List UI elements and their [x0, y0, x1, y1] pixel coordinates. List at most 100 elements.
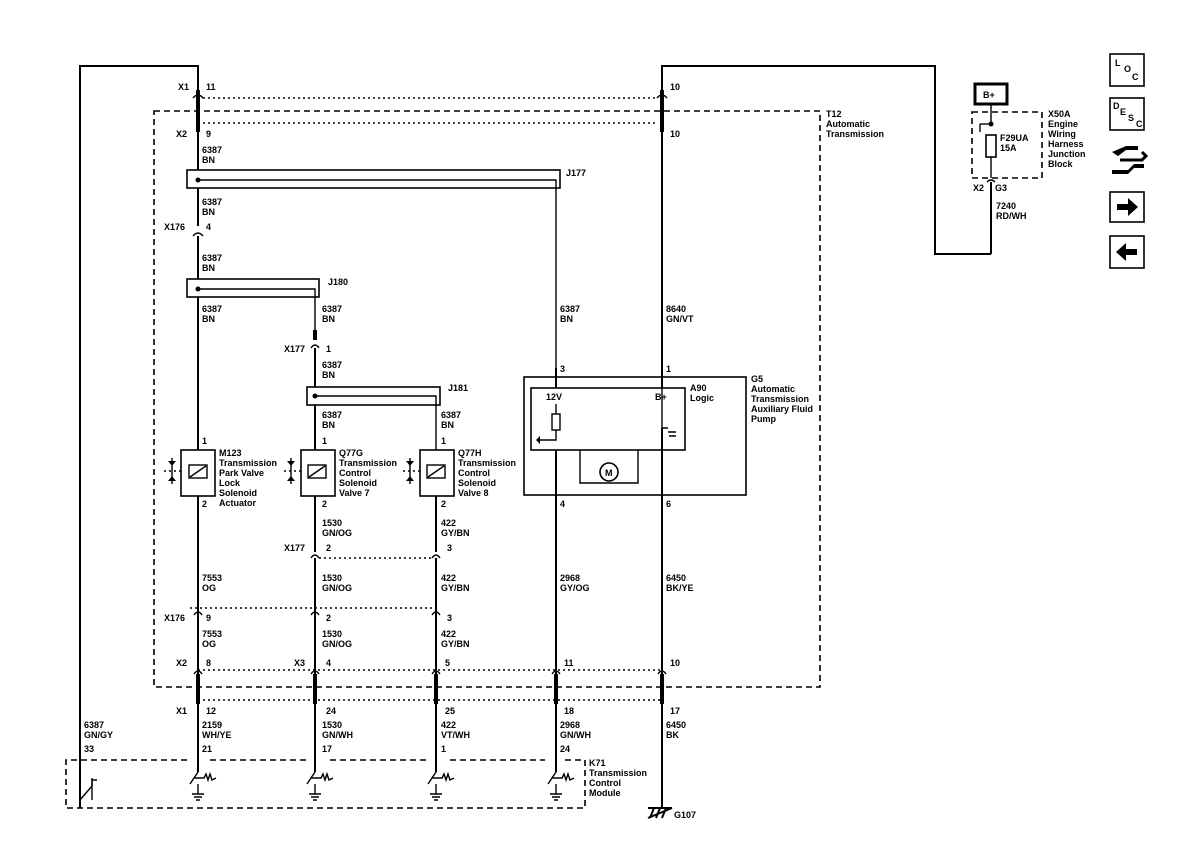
svg-text:B+: B+	[983, 90, 995, 100]
x1-bottom-pin-e: 17	[670, 706, 680, 716]
g5-label: G5 Automatic Transmission Auxiliary Flui…	[751, 374, 813, 424]
wire-6450-b-num: 6450	[666, 720, 686, 730]
desc-letter-s: S	[1128, 113, 1134, 123]
wire-6387-e-color: BN	[441, 420, 454, 430]
pump-pin-4: 4	[560, 499, 565, 509]
next-page-button[interactable]	[1109, 191, 1145, 223]
svg-text:Module: Module	[589, 788, 621, 798]
x1-bottom-pin-c: 25	[445, 706, 455, 716]
k71-boundary	[65, 759, 586, 809]
wire-6387-pump-num: 6387	[560, 304, 580, 314]
svg-text:Lock: Lock	[219, 478, 241, 488]
x50a-connector: X2	[973, 183, 984, 193]
x176-bottom-name: X176	[164, 613, 185, 623]
j180-label: J180	[328, 277, 348, 287]
wire-7240-num: 7240	[996, 201, 1016, 211]
description-button[interactable]: D E S C	[1109, 97, 1145, 131]
wire-1530-a-num: 1530	[322, 518, 342, 528]
wire-6387-top1-num: 6387	[202, 145, 222, 155]
wire-2968-a-color: GY/OG	[560, 583, 590, 593]
wire-6387-gngy-num: 6387	[84, 720, 104, 730]
x2-bottom-name: X2	[176, 658, 187, 668]
fuse-rating: 15A	[1000, 143, 1017, 153]
wire-6387-b-num: 6387	[322, 304, 342, 314]
x50a-pin: G3	[995, 183, 1007, 193]
x177-bottom-name: X177	[284, 543, 305, 553]
svg-text:Transmission: Transmission	[826, 129, 884, 139]
x1-bottom-pin-b: 24	[326, 706, 336, 716]
wire-422-c-num: 422	[441, 629, 456, 639]
x1-top-pin-b: 10	[670, 82, 680, 92]
j181-label: J181	[448, 383, 468, 393]
x176-top-name: X176	[164, 222, 185, 232]
wire-6387-d-color: BN	[322, 420, 335, 430]
x176-top-pin: 4	[206, 222, 211, 232]
svg-text:K71: K71	[589, 758, 606, 768]
x3-bottom-pin-b: 5	[445, 658, 450, 668]
wire-2968-a-num: 2968	[560, 573, 580, 583]
wire-422-a-num: 422	[441, 518, 456, 528]
svg-text:Automatic: Automatic	[751, 384, 795, 394]
wire-7553-b-num: 7553	[202, 629, 222, 639]
b-plus-supply: B+	[973, 82, 1009, 106]
wire-7553-a-num: 7553	[202, 573, 222, 583]
desc-letter-c: C	[1136, 119, 1143, 129]
wire-1530-b-num: 1530	[322, 573, 342, 583]
svg-text:Park Valve: Park Valve	[219, 468, 264, 478]
k71-pin-21: 21	[202, 744, 212, 754]
pump-12v-label: 12V	[546, 392, 562, 402]
svg-text:2: 2	[322, 499, 327, 509]
wire-422-d-color: VT/WH	[441, 730, 470, 740]
svg-text:Logic: Logic	[690, 393, 714, 403]
svg-text:Transmission: Transmission	[458, 458, 516, 468]
wire-2968-b-color: GN/WH	[560, 730, 591, 740]
wire-2968-b-num: 2968	[560, 720, 580, 730]
wire-6387-a-color: BN	[202, 314, 215, 324]
svg-text:M123: M123	[219, 448, 242, 458]
previous-page-button[interactable]	[1109, 235, 1145, 269]
wire-6450-a-num: 6450	[666, 573, 686, 583]
svg-text:X50A: X50A	[1048, 109, 1071, 119]
svg-text:T12: T12	[826, 109, 842, 119]
connector-tool-icon[interactable]	[1112, 146, 1149, 174]
wire-6387-a-num: 6387	[202, 304, 222, 314]
pump-bplus-label: B+	[655, 392, 667, 402]
wire-1530-d-color: GN/WH	[322, 730, 353, 740]
x1-top-pin-a: 11	[206, 82, 216, 92]
wire-6387-top3-num: 6387	[202, 253, 222, 263]
x3-bottom-pin-d: 10	[670, 658, 680, 668]
svg-text:Auxiliary Fluid: Auxiliary Fluid	[751, 404, 813, 414]
q77g-label: Q77G Transmission Control Solenoid Valve…	[339, 448, 397, 498]
wire-1530-b-color: GN/OG	[322, 583, 352, 593]
wire-1530-c-color: GN/OG	[322, 639, 352, 649]
svg-text:Valve 8: Valve 8	[458, 488, 489, 498]
wire-422-c-color: GY/BN	[441, 639, 470, 649]
svg-text:1: 1	[202, 436, 207, 446]
solenoid-q77h: 1 2	[403, 436, 455, 509]
wire-1530-c-num: 1530	[322, 629, 342, 639]
x1-bottom-pin-a: 12	[206, 706, 216, 716]
desc-letter-e: E	[1120, 107, 1126, 117]
pump-motor	[599, 462, 619, 482]
k71-pin-17: 17	[322, 744, 332, 754]
svg-text:Valve 7: Valve 7	[339, 488, 370, 498]
k71-pin-24: 24	[560, 744, 570, 754]
pump-pin-1: 1	[666, 364, 671, 374]
x2-top-pin-a: 9	[206, 129, 211, 139]
wire-6387-e-num: 6387	[441, 410, 461, 420]
arrow-left-icon	[1116, 243, 1137, 261]
k71-pin-1: 1	[441, 744, 446, 754]
svg-text:Automatic: Automatic	[826, 119, 870, 129]
arrow-right-icon	[1117, 198, 1138, 216]
wire-6387-c-color: BN	[322, 370, 335, 380]
svg-text:Engine: Engine	[1048, 119, 1078, 129]
solenoid-q77g: 1 2	[284, 436, 336, 509]
location-button[interactable]: L O C	[1109, 53, 1145, 87]
svg-text:Block: Block	[1048, 159, 1074, 169]
wire-422-d-num: 422	[441, 720, 456, 730]
x177-top-pin: 1	[326, 344, 331, 354]
x176-bottom-pin-c: 3	[447, 613, 452, 623]
solenoid-m123: 1 2	[164, 436, 216, 509]
wire-1530-a-color: GN/OG	[322, 528, 352, 538]
wire-8640-color: GN/VT	[666, 314, 694, 324]
